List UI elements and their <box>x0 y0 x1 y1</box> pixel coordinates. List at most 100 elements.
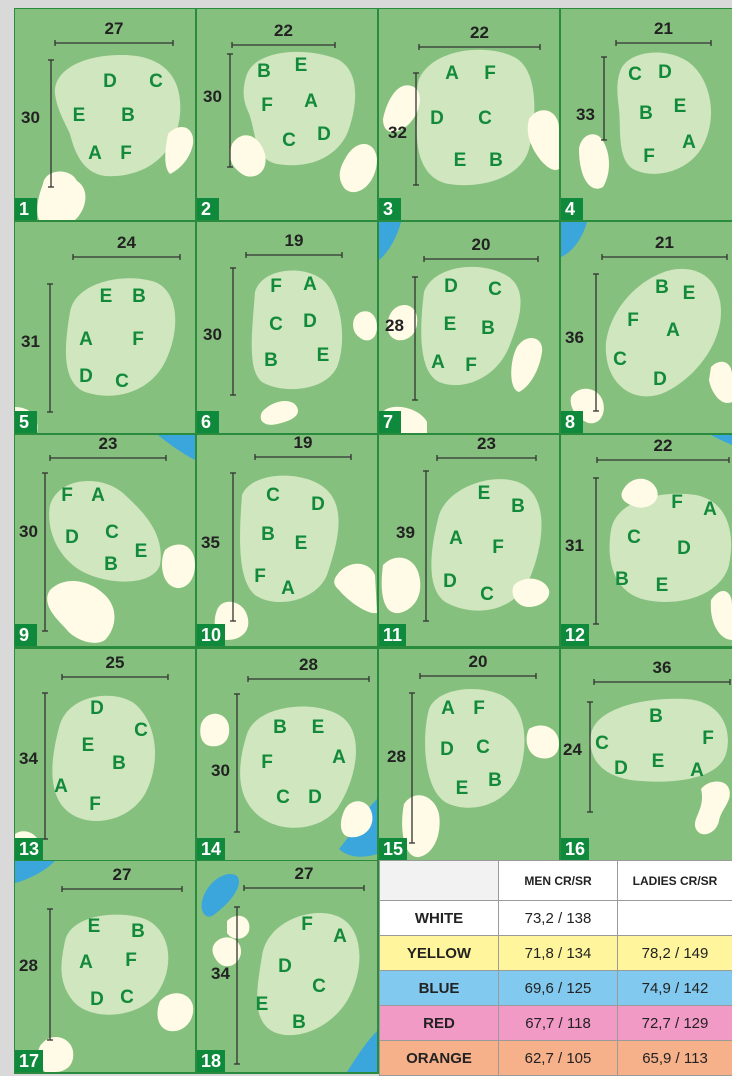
bunker <box>38 1037 74 1072</box>
pin-position-e: E <box>291 534 311 554</box>
hole-drawing <box>561 649 732 860</box>
pin-position-b: B <box>646 707 666 727</box>
hole-drawing <box>379 649 559 860</box>
pin-position-e: E <box>96 287 116 307</box>
pin-position-f: F <box>623 311 643 331</box>
pin-position-d: D <box>441 277 461 297</box>
water-hazard <box>202 874 239 917</box>
pin-position-b: B <box>478 319 498 339</box>
pin-position-a: A <box>76 330 96 350</box>
bunker <box>162 545 195 589</box>
pin-position-b: B <box>612 570 632 590</box>
pin-position-a: A <box>428 353 448 373</box>
pin-position-b: B <box>289 1013 309 1033</box>
pin-position-e: E <box>313 346 333 366</box>
bunker <box>334 564 377 613</box>
green-depth-label: 30 <box>203 87 222 107</box>
green-depth-label: 31 <box>21 332 40 352</box>
men-rating: 69,6 / 125 <box>499 971 618 1006</box>
pin-position-c: C <box>112 372 132 392</box>
pin-position-b: B <box>258 525 278 545</box>
pin-position-b: B <box>109 754 129 774</box>
ladies-rating: 72,7 / 129 <box>618 1006 732 1041</box>
pin-position-c: C <box>146 72 166 92</box>
pin-position-c: C <box>592 734 612 754</box>
ratings-row-orange: ORANGE 62,7 / 105 65,9 / 113 <box>380 1041 732 1076</box>
pin-position-c: C <box>475 109 495 129</box>
bunker <box>382 558 421 614</box>
hole-number-badge: 6 <box>197 411 219 433</box>
green-depth-label: 24 <box>563 740 582 760</box>
hole-drawing <box>561 222 732 433</box>
green-depth-label: 34 <box>211 964 230 984</box>
pin-position-b: B <box>270 718 290 738</box>
green-depth-label: 39 <box>396 523 415 543</box>
bunker <box>711 591 732 640</box>
pin-position-f: F <box>698 729 718 749</box>
pin-position-f: F <box>85 795 105 815</box>
pin-position-f: F <box>257 96 277 116</box>
hole-number-badge: 17 <box>15 1050 43 1072</box>
pin-position-a: A <box>663 321 683 341</box>
pin-position-d: D <box>300 312 320 332</box>
hole-number-badge: 15 <box>379 838 407 860</box>
green-width-label: 25 <box>85 653 145 673</box>
green-depth-label: 30 <box>211 761 230 781</box>
ladies-rating: 78,2 / 149 <box>618 936 732 971</box>
bunker <box>622 479 658 508</box>
pin-position-c: C <box>266 315 286 335</box>
green-width-label: 24 <box>97 233 157 253</box>
pin-position-e: E <box>440 315 460 335</box>
green-depth-label: 30 <box>19 522 38 542</box>
pin-position-e: E <box>308 718 328 738</box>
hole-number-badge: 7 <box>379 411 401 433</box>
pin-position-e: E <box>679 284 699 304</box>
green-width-label: 22 <box>254 21 314 41</box>
hole-drawing <box>15 861 195 1072</box>
hole-number-badge: 14 <box>197 838 225 860</box>
hole-drawing <box>15 9 195 220</box>
pin-position-b: B <box>485 771 505 791</box>
bunker <box>165 127 193 174</box>
hole-number-badge: 2 <box>197 198 219 220</box>
hole-number-badge: 3 <box>379 198 401 220</box>
water-hazard <box>379 222 401 260</box>
water-hazard <box>561 222 587 257</box>
pin-position-e: E <box>452 779 472 799</box>
bunker <box>227 916 249 939</box>
tee-name: YELLOW <box>380 936 499 971</box>
pin-position-f: F <box>469 699 489 719</box>
pin-position-d: D <box>100 72 120 92</box>
pin-position-b: B <box>118 106 138 126</box>
pin-position-d: D <box>62 528 82 548</box>
green-width-label: 22 <box>450 23 510 43</box>
hole-number-badge: 12 <box>561 624 589 646</box>
bunker <box>511 338 542 392</box>
pin-position-d: D <box>314 125 334 145</box>
green-width-label: 36 <box>632 658 692 678</box>
pin-position-c: C <box>477 585 497 605</box>
pin-position-e: E <box>84 917 104 937</box>
hole-number-badge: 8 <box>561 411 583 433</box>
hole-drawing <box>197 649 377 860</box>
pin-position-e: E <box>69 106 89 126</box>
pin-position-d: D <box>674 539 694 559</box>
pin-position-d: D <box>437 740 457 760</box>
pin-position-c: C <box>279 131 299 151</box>
green-width-label: 22 <box>633 436 693 456</box>
green-width-label: 21 <box>634 19 694 39</box>
green-width-label: 23 <box>78 435 138 454</box>
pin-position-c: C <box>485 280 505 300</box>
pin-position-e: E <box>78 736 98 756</box>
bunker <box>47 581 114 643</box>
water-hazard <box>347 1031 377 1072</box>
green-depth-label: 28 <box>387 747 406 767</box>
pin-position-f: F <box>128 330 148 350</box>
green-depth-label: 35 <box>201 533 220 553</box>
